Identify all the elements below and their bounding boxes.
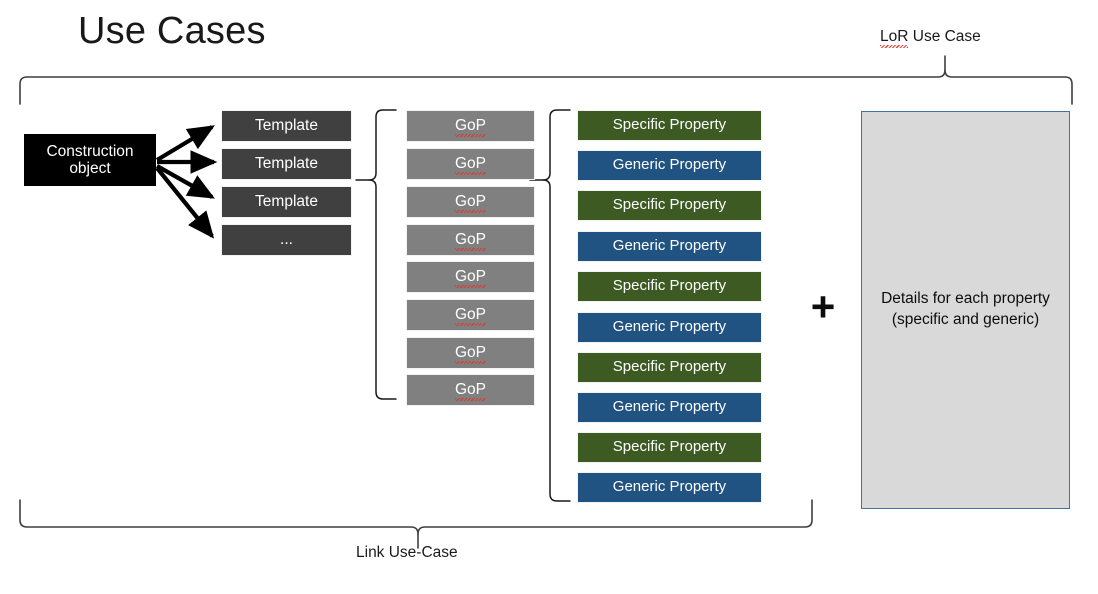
lor-use-case-label: LoR Use Case xyxy=(880,28,981,48)
generic-property-box-3[interactable]: Generic Property xyxy=(577,312,762,343)
construction-object-box[interactable]: Construction object xyxy=(24,134,156,186)
template-box-1[interactable]: Template xyxy=(221,110,352,142)
specific-property-box-3[interactable]: Specific Property xyxy=(577,271,762,302)
gop-label: GoP xyxy=(454,268,487,288)
gop-box-8[interactable]: GoP xyxy=(406,374,535,406)
gop-label: GoP xyxy=(454,381,487,401)
specific-property-box-1[interactable]: Specific Property xyxy=(577,110,762,141)
arrow-to-template-1 xyxy=(155,125,215,162)
gop-box-3[interactable]: GoP xyxy=(406,186,535,218)
generic-property-box-4[interactable]: Generic Property xyxy=(577,392,762,423)
gop-box-7[interactable]: GoP xyxy=(406,337,535,369)
specific-property-box-4[interactable]: Specific Property xyxy=(577,352,762,383)
gop-label: GoP xyxy=(454,306,487,326)
template-box-3[interactable]: Template xyxy=(221,186,352,218)
template-box-2[interactable]: Template xyxy=(221,148,352,180)
gop-box-6[interactable]: GoP xyxy=(406,299,535,331)
gop-box-4[interactable]: GoP xyxy=(406,224,535,256)
gop-label: GoP xyxy=(454,155,487,175)
brace-top-lor xyxy=(19,69,1073,105)
specific-property-box-5[interactable]: Specific Property xyxy=(577,432,762,463)
generic-property-box-5[interactable]: Generic Property xyxy=(577,472,762,503)
gop-box-2[interactable]: GoP xyxy=(406,148,535,180)
brace-bottom-link xyxy=(19,499,813,535)
construction-to-template-arrows xyxy=(155,125,218,239)
generic-property-box-1[interactable]: Generic Property xyxy=(577,150,762,181)
template-box-ellipsis[interactable]: ... xyxy=(221,224,352,256)
brace-gop-group xyxy=(368,109,397,400)
arrow-to-template-3 xyxy=(155,164,215,199)
gop-box-5[interactable]: GoP xyxy=(406,261,535,293)
gop-label: GoP xyxy=(454,231,487,251)
plus-icon: + xyxy=(810,283,836,330)
generic-property-box-2[interactable]: Generic Property xyxy=(577,231,762,262)
specific-property-box-2[interactable]: Specific Property xyxy=(577,190,762,221)
gop-label: GoP xyxy=(454,117,487,137)
link-use-case-label: Link Use-Case xyxy=(356,544,458,561)
details-panel-text: Details for each property (specific and … xyxy=(881,290,1050,328)
gop-label: GoP xyxy=(454,193,487,213)
brace-property-group xyxy=(542,109,571,502)
details-panel[interactable]: Details for each property (specific and … xyxy=(861,111,1070,509)
lor-rest: Use Case xyxy=(908,28,981,45)
arrow-to-template-4 xyxy=(155,166,215,239)
page-title: Use Cases xyxy=(78,10,266,52)
gop-box-1[interactable]: GoP xyxy=(406,110,535,142)
gop-label: GoP xyxy=(454,344,487,364)
lor-token: LoR xyxy=(880,28,909,48)
